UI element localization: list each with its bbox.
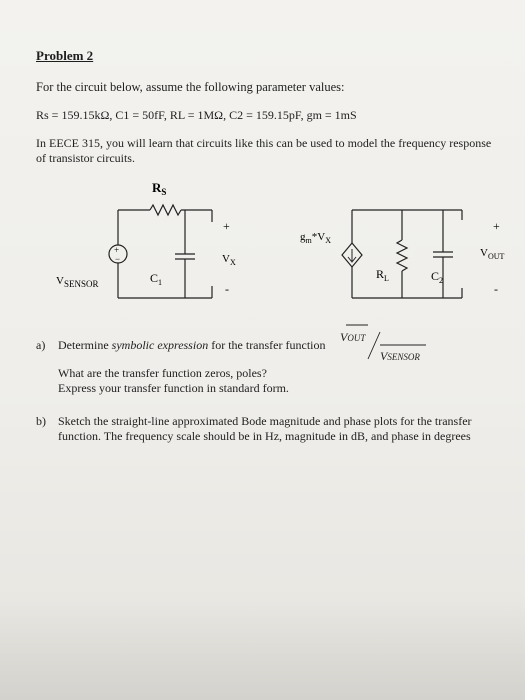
vout-label: VOUT (480, 247, 505, 261)
c1-label: C1 (150, 271, 162, 287)
part-a-suffix: for the transfer function (211, 338, 326, 352)
part-a-question: Determine symbolic expression for the tr… (58, 338, 326, 353)
part-a-label: a) (36, 338, 46, 352)
resistor-rl (395, 239, 409, 272)
context-line-1: In EECE 315, you will learn that circuit… (36, 136, 492, 150)
problem-intro: For the circuit below, assume the follow… (36, 80, 345, 94)
part-b-line2: function. The frequency scale should be … (58, 429, 471, 443)
vout-minus: - (494, 282, 498, 296)
tf-denominator: VSENSOR (380, 349, 420, 363)
part-a-prefix: Determine (58, 338, 109, 352)
vsensor-label: VSENSOR (56, 275, 98, 289)
vx-label: VX (222, 253, 236, 267)
source-plus: + (114, 245, 119, 255)
source-minus: − (115, 254, 120, 264)
part-a-italic: symbolic expression (111, 338, 209, 352)
vout-plus: + (493, 219, 500, 233)
parameter-values: Rs = 159.15kΩ, C1 = 50fF, RL = 1MΩ, C2 =… (36, 108, 357, 122)
transfer-function-fraction (346, 324, 426, 360)
arrow-head-icon (347, 256, 357, 263)
resistor-rs (149, 203, 182, 217)
part-a-q1: What are the transfer function zeros, po… (58, 366, 267, 380)
vx-plus: + (223, 219, 230, 233)
part-b-line1: Sketch the straight-line approximated Bo… (58, 414, 472, 428)
context-line-2: of transistor circuits. (36, 151, 135, 165)
part-a-q2: Express your transfer function in standa… (58, 381, 289, 395)
tf-numerator: VOUT (340, 330, 366, 344)
gm-vx-label: gm*VX (300, 231, 331, 245)
sheet-shadow (0, 600, 525, 700)
problem-title: Problem 2 (36, 48, 94, 63)
rl-label: RL (376, 267, 389, 283)
rs-label: RS (152, 180, 166, 197)
circuit-schematic: + − RS VSENSOR C1 + VX - gm*VX RL C2 + V… (56, 180, 505, 299)
part-b-label: b) (36, 414, 46, 428)
vx-minus: - (225, 282, 229, 296)
c2-label: C2 (431, 269, 443, 285)
